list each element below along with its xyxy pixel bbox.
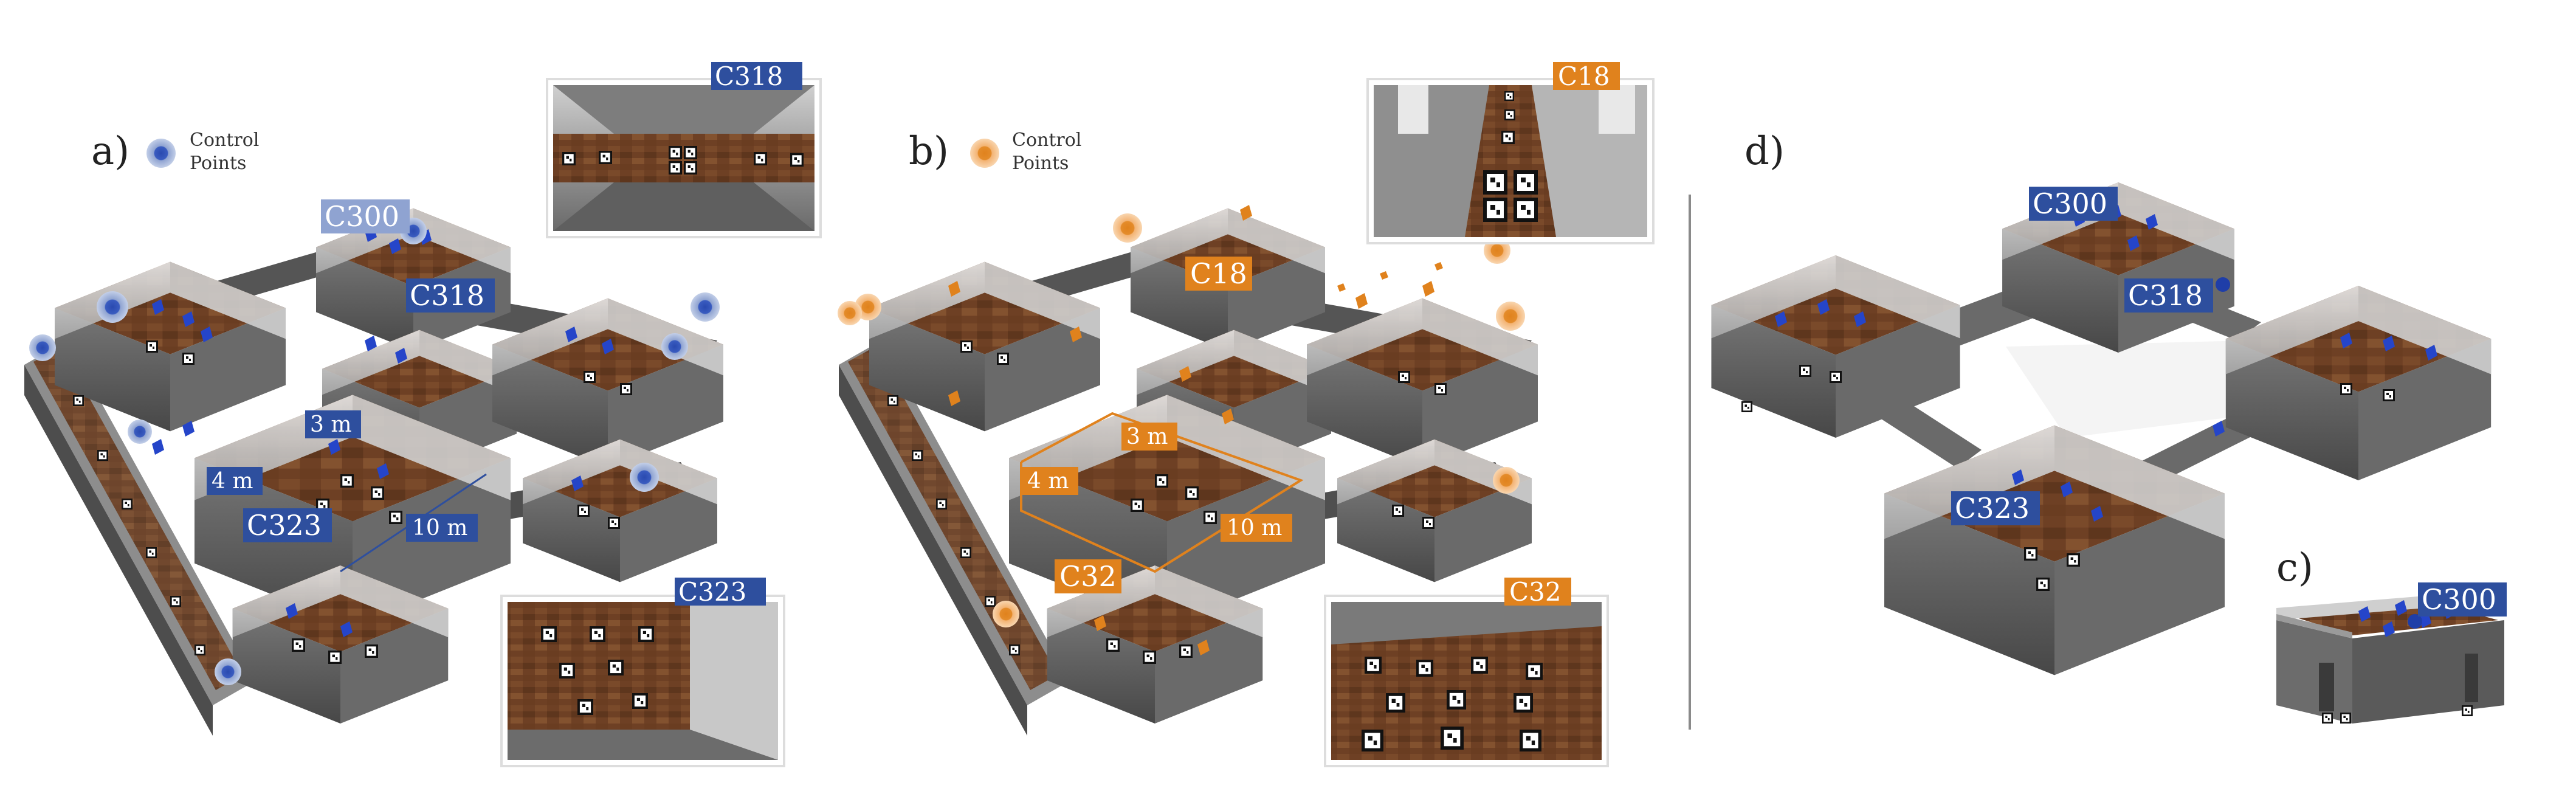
svg-text:4 m: 4 m xyxy=(212,469,253,494)
marker-cluster xyxy=(152,226,614,637)
room-label-c300: C300 xyxy=(2418,582,2507,617)
room-label-c323: C323 xyxy=(1951,491,2040,525)
dim-label-3m: 3 m xyxy=(305,410,361,438)
svg-text:C300: C300 xyxy=(2033,187,2107,220)
panel-c-letter: c) xyxy=(2276,545,2313,590)
panel-b-legend: Control Points xyxy=(970,130,1081,174)
inset-top-tag: C318 xyxy=(715,61,783,91)
legend-label-line2: Points xyxy=(190,153,246,174)
room-label-c318: C318 xyxy=(2124,278,2213,313)
svg-text:3 m: 3 m xyxy=(310,412,351,437)
room-label-c32: C32 xyxy=(1055,559,1121,593)
panel-c: c) C300 xyxy=(2276,545,2507,724)
legend-label-line1: Control xyxy=(190,130,259,151)
room-label-c300: C300 xyxy=(321,199,410,233)
room-label-c300: C300 xyxy=(2029,187,2118,221)
control-point xyxy=(2216,277,2230,292)
panel-a-legend: Control Points xyxy=(146,130,259,174)
svg-text:10 m: 10 m xyxy=(412,516,467,541)
svg-text:C300: C300 xyxy=(325,200,399,233)
dim-label-4m: 4 m xyxy=(207,467,263,495)
inset-top-tag: C18 xyxy=(1558,61,1610,91)
svg-text:C318: C318 xyxy=(410,279,484,312)
svg-text:4 m: 4 m xyxy=(1027,469,1069,494)
svg-text:C323: C323 xyxy=(1955,492,2030,525)
svg-text:C318: C318 xyxy=(2128,279,2203,312)
control-point xyxy=(2408,614,2422,629)
dim-label-10m: 10 m xyxy=(1221,514,1292,542)
panel-d-building xyxy=(1711,182,2492,675)
panel-a-building xyxy=(24,208,723,736)
panel-b-letter: b) xyxy=(909,129,949,174)
inset-camera-view-top: C318 xyxy=(546,61,822,238)
inset-camera-view-bottom: C32 xyxy=(1324,577,1609,767)
control-point-legend-icon xyxy=(970,139,999,168)
room-label-c323: C323 xyxy=(243,508,332,542)
dim-label-3m: 3 m xyxy=(1121,423,1177,451)
dim-label-10m: 10 m xyxy=(406,514,478,542)
panel-a-letter: a) xyxy=(91,129,129,174)
panel-b: b) Control Points xyxy=(838,61,1655,767)
orange-marker-cluster xyxy=(948,205,1443,655)
legend-label-line1: Control xyxy=(1012,130,1081,151)
panel-a: a) Control Points xyxy=(24,61,822,767)
inset-camera-view-bottom: C323 xyxy=(500,577,785,767)
control-point-legend-icon xyxy=(146,139,176,168)
svg-text:C18: C18 xyxy=(1190,257,1247,290)
control-points xyxy=(29,218,720,685)
room-label-c318: C318 xyxy=(406,278,495,313)
svg-text:C323: C323 xyxy=(247,509,322,542)
room-label-c18: C18 xyxy=(1185,257,1252,291)
marker-cluster xyxy=(1775,205,2437,522)
panel-d: d) xyxy=(1711,129,2492,675)
svg-text:10 m: 10 m xyxy=(1227,516,1282,541)
svg-text:3 m: 3 m xyxy=(1126,424,1168,449)
svg-text:C300: C300 xyxy=(2422,583,2496,616)
inset-bottom-tag: C323 xyxy=(678,577,746,607)
dim-label-4m: 4 m xyxy=(1022,467,1078,495)
legend-label-line2: Points xyxy=(1012,153,1069,174)
panel-divider xyxy=(1689,195,1691,730)
svg-text:C32: C32 xyxy=(1059,560,1117,593)
inset-camera-view-top: C18 xyxy=(1366,61,1655,244)
inset-bottom-tag: C32 xyxy=(1509,577,1562,607)
panel-d-letter: d) xyxy=(1744,129,1785,174)
